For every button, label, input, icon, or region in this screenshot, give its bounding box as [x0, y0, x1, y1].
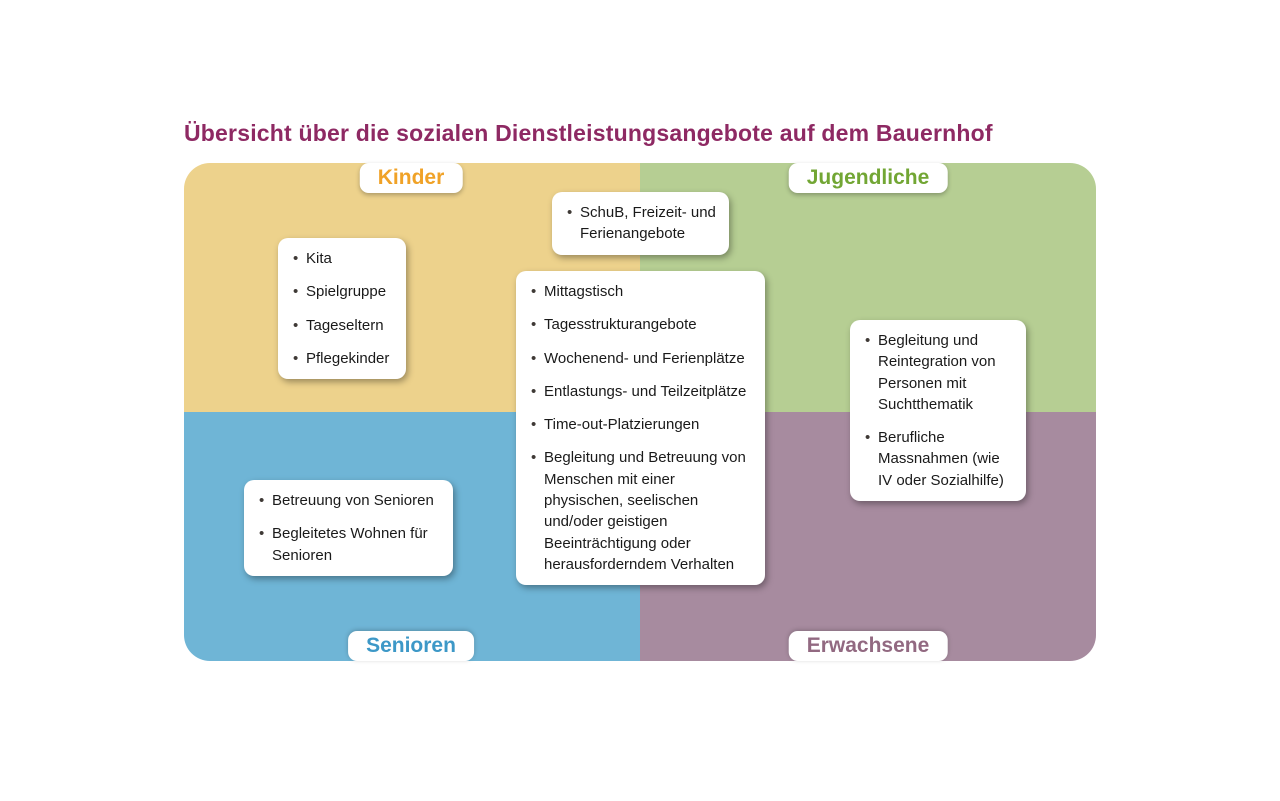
card-center-offers: MittagstischTagesstrukturangeboteWochene… [516, 271, 765, 586]
list-item: Begleitung und Reintegration von Persone… [865, 330, 1014, 415]
card-sucht-offers: Begleitung und Reintegration von Persone… [850, 320, 1026, 502]
overlay-layer: Kinder Jugendliche Senioren Erwachsene K… [184, 163, 1096, 661]
card-center-list: MittagstischTagesstrukturangeboteWochene… [528, 281, 753, 575]
list-item: Time-out-Platzierungen [531, 414, 753, 436]
card-schub-list: SchuB, Freizeit- und Ferienangebote [564, 202, 717, 245]
card-kinder-list: KitaSpielgruppeTageselternPflegekinder [290, 248, 394, 369]
card-sucht-list: Begleitung und Reintegration von Persone… [862, 330, 1014, 491]
list-item: Begleitung und Betreuung von Menschen mi… [531, 447, 753, 575]
list-item: Wochenend- und Ferienplätze [531, 348, 753, 370]
quadrant-label-senioren: Senioren [348, 631, 474, 661]
quadrant-label-jugendliche: Jugendliche [788, 163, 948, 193]
card-kinder-offers: KitaSpielgruppeTageselternPflegekinder [278, 238, 406, 380]
list-item: Kita [293, 248, 394, 270]
quadrant-label-erwachsene: Erwachsene [788, 631, 948, 661]
list-item: Pflegekinder [293, 348, 394, 370]
quadrant-label-kinder: Kinder [359, 163, 463, 193]
page-title: Übersicht über die sozialen Dienstleistu… [184, 120, 993, 146]
list-item: Entlastungs- und Teilzeitplätze [531, 381, 753, 403]
list-item: Tageseltern [293, 315, 394, 337]
card-senioren-list: Betreuung von SeniorenBegleitetes Wohnen… [256, 490, 441, 566]
list-item: Begleitetes Wohnen für Senioren [259, 523, 441, 566]
list-item: Tagesstrukturangebote [531, 314, 753, 336]
list-item: SchuB, Freizeit- und Ferienangebote [567, 202, 717, 245]
card-senioren-offers: Betreuung von SeniorenBegleitetes Wohnen… [244, 480, 453, 576]
list-item: Mittagstisch [531, 281, 753, 303]
card-schub-offers: SchuB, Freizeit- und Ferienangebote [552, 192, 729, 255]
list-item: Betreuung von Senioren [259, 490, 441, 512]
list-item: Berufliche Massnahmen (wie IV oder Sozia… [865, 427, 1014, 491]
list-item: Spielgruppe [293, 281, 394, 303]
